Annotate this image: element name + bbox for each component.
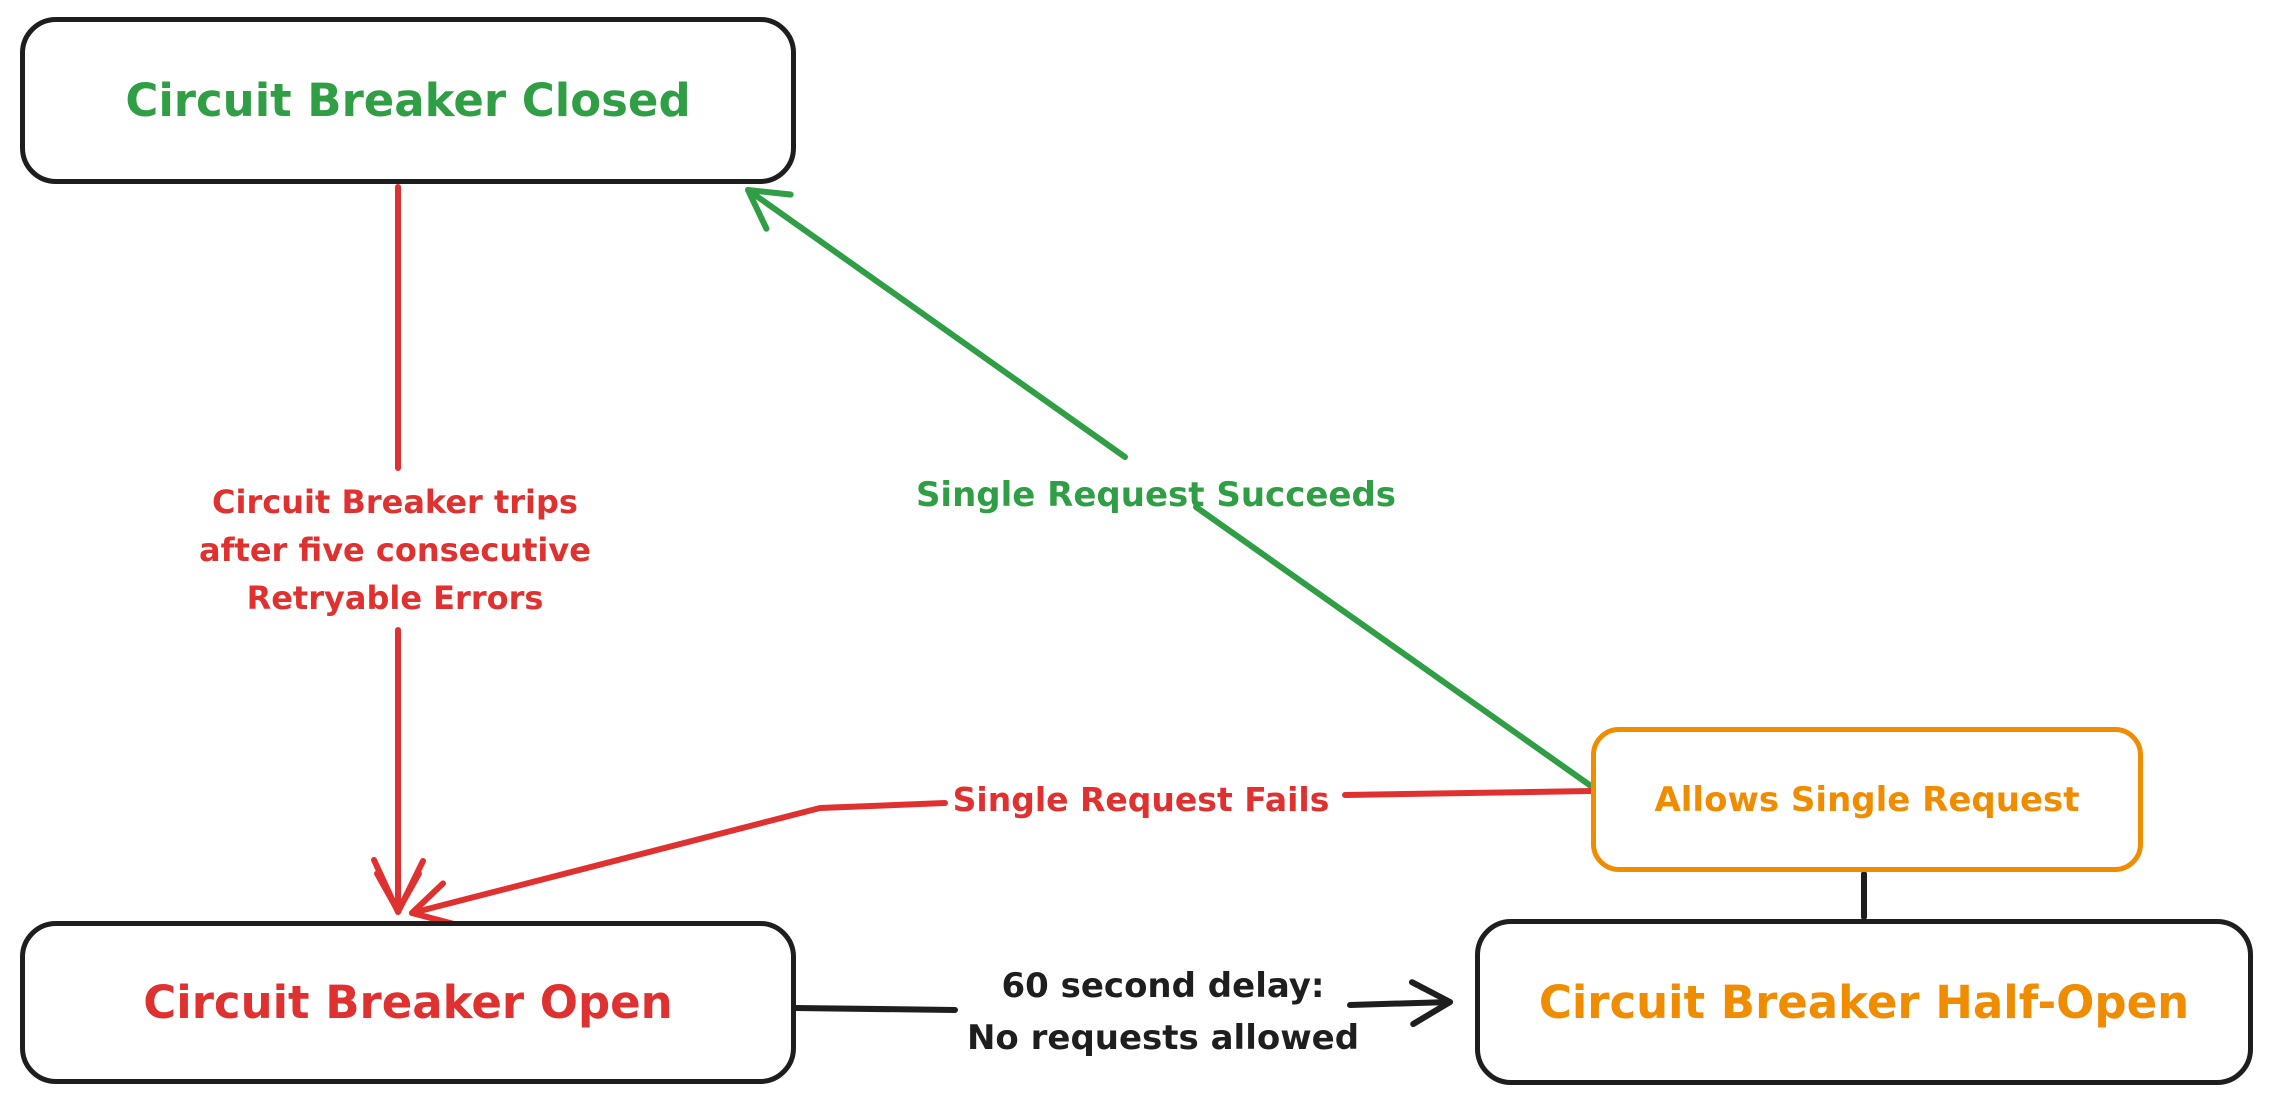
edge-label-delay-line2: No requests allowed xyxy=(966,1018,1360,1058)
node-half-open-label: Circuit Breaker Half-Open xyxy=(1538,975,2190,1029)
node-closed-label: Circuit Breaker Closed xyxy=(125,74,691,127)
edge-fails-line-right xyxy=(1342,788,1594,798)
edge-fails-line-left xyxy=(408,800,948,927)
node-circuit-breaker-half-open: Circuit Breaker Half-Open xyxy=(1475,919,2253,1085)
edge-label-single-request-succeeds: Single Request Succeeds xyxy=(896,471,1416,519)
edge-succeeds-line-lower xyxy=(1193,504,1594,789)
node-circuit-breaker-closed: Circuit Breaker Closed xyxy=(20,17,796,184)
edge-label-trips-line3: Retryable Errors xyxy=(246,579,544,617)
edge-delay-line-left xyxy=(792,1005,958,1013)
node-allows-single-request: Allows Single Request xyxy=(1591,727,2143,872)
node-open-label: Circuit Breaker Open xyxy=(143,976,673,1029)
edge-label-trips-line1: Circuit Breaker trips xyxy=(212,483,578,521)
edge-fails xyxy=(408,788,1594,927)
edge-succeeds-line-upper xyxy=(744,186,1128,460)
node-circuit-breaker-open: Circuit Breaker Open xyxy=(20,921,796,1084)
edge-trips xyxy=(371,184,426,915)
edge-trips-arrowhead-flare xyxy=(371,857,426,915)
edge-label-fails-text: Single Request Fails xyxy=(952,780,1330,819)
edge-label-trips: Circuit Breaker trips after five consecu… xyxy=(145,478,645,622)
edge-label-trips-line2: after five consecutive xyxy=(199,531,591,569)
edge-delay-line-right xyxy=(1347,979,1454,1028)
edge-succeeds xyxy=(744,186,1594,789)
edge-label-60-second-delay: 60 second delay: No requests allowed xyxy=(943,960,1383,1064)
edge-label-delay-line1: 60 second delay: xyxy=(1001,966,1325,1006)
node-allows-single-request-label: Allows Single Request xyxy=(1654,779,2080,820)
edge-delay xyxy=(792,979,1454,1028)
edge-label-succeeds-text: Single Request Succeeds xyxy=(915,475,1397,515)
edge-label-single-request-fails: Single Request Fails xyxy=(931,779,1351,821)
